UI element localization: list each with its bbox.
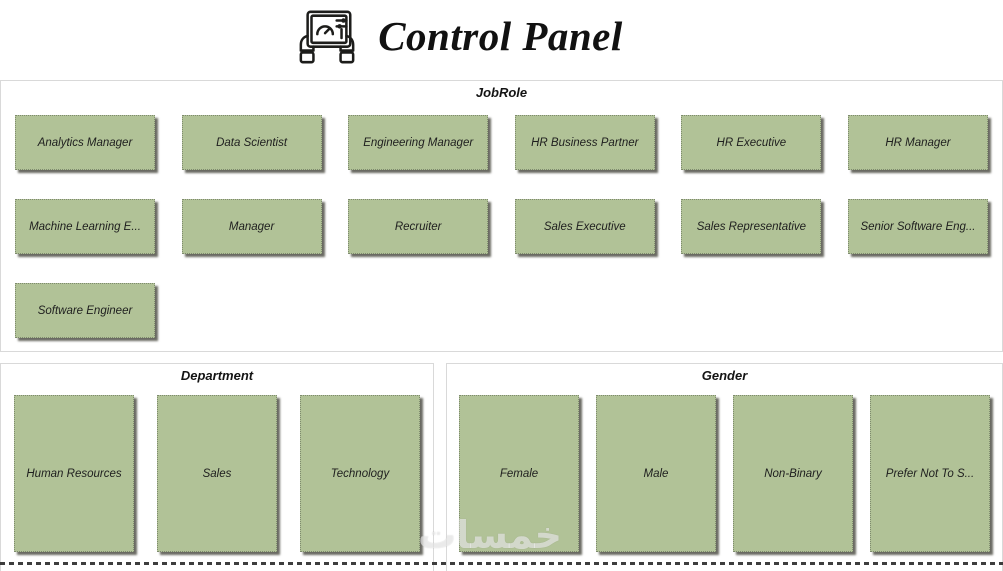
slicer-button-label: Software Engineer [37,304,133,317]
slicer-button[interactable]: Sales [157,395,277,552]
slicer-button[interactable]: HR Executive [681,115,822,170]
header: Control Panel [0,0,1003,72]
slicer-button-label: Male [643,467,669,480]
department-slicer-panel: Department Human Resources Sales Technolog… [0,363,434,571]
slicer-button[interactable]: Non-Binary [733,395,853,552]
slicer-button[interactable]: Software Engineer [15,283,155,338]
slicer-button-label: Technology [330,467,390,480]
slicer-button[interactable]: Data Scientist [181,115,322,170]
slicer-button-label: Prefer Not To S... [885,467,975,480]
page-bottom-dashed-border [0,562,1003,565]
gender-slicer-panel: Gender Female Male Non-Binary Prefer Not To… [446,363,1003,571]
slicer-button[interactable]: Sales Executive [514,199,655,254]
jobrole-slicer-panel: JobRole Analytics Manager Data Scientist E… [0,80,1003,352]
slicer-button-label: HR Executive [716,136,787,149]
slicer-button-label: Sales Executive [543,220,626,233]
slicer-button-label: Machine Learning E... [29,220,141,233]
slicer-button[interactable]: Senior Software Eng... [847,199,988,254]
slicer-button-label: Non-Binary [764,467,822,480]
slicer-button[interactable]: Engineering Manager [348,115,489,170]
slicer-button[interactable]: Recruiter [348,199,489,254]
department-panel-title: Department [180,368,254,383]
slicer-button-label: Senior Software Eng... [860,220,976,233]
slicer-button-label: Female [499,467,539,480]
slicer-button[interactable]: HR Business Partner [514,115,655,170]
header-inner: Control Panel [296,6,623,66]
slicer-button[interactable]: Machine Learning E... [15,199,155,254]
slicer-button[interactable]: Technology [300,395,420,552]
jobrole-panel-title: JobRole [475,85,528,100]
slicer-button-label: Manager [228,220,275,233]
slicer-button-label: HR Business Partner [531,136,639,149]
slicer-button-label: Human Resources [26,467,122,480]
slicer-button[interactable]: Female [459,395,579,552]
gender-button-grid: Female Male Non-Binary Prefer Not To S... [447,384,1002,552]
slicer-button-label: Analytics Manager [37,136,133,149]
slicer-button-label: Sales Representative [696,220,807,233]
slicer-button-label: Data Scientist [216,136,288,149]
control-panel-icon [299,10,355,64]
slicer-button[interactable]: Prefer Not To S... [870,395,990,552]
department-button-grid: Human Resources Sales Technology [1,384,433,552]
slicer-button-label: Sales [202,467,232,480]
slicer-button[interactable]: Male [596,395,716,552]
slicer-button-label: Recruiter [394,220,442,233]
slicer-button[interactable]: Analytics Manager [15,115,155,170]
page-title: Control Panel [378,12,623,59]
slicer-button-label: Engineering Manager [363,136,474,149]
gender-panel-title: Gender [701,368,748,383]
jobrole-button-grid: Analytics Manager Data Scientist Engineeri… [1,101,1002,338]
slicer-button-label: HR Manager [885,136,951,149]
slicer-button[interactable]: Sales Representative [681,199,822,254]
slicer-button[interactable]: Human Resources [14,395,134,552]
slicer-button[interactable]: HR Manager [847,115,988,170]
slicer-button[interactable]: Manager [181,199,322,254]
